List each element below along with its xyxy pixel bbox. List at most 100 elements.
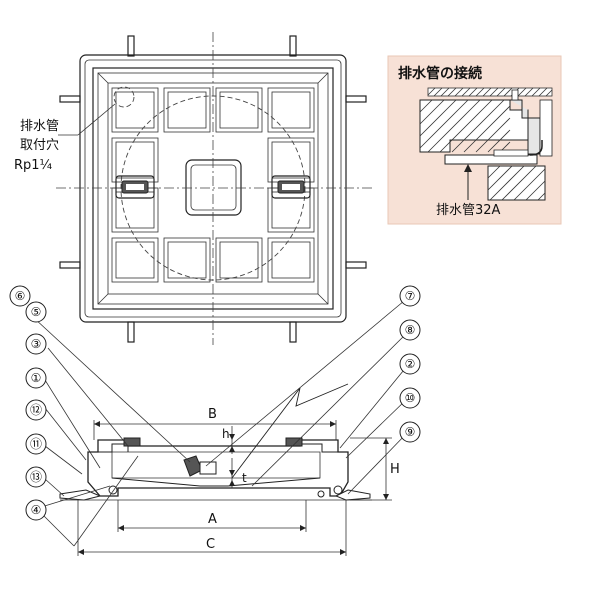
hatch-line	[537, 192, 546, 201]
svg-text:⑫: ⑫	[30, 403, 42, 417]
grid-cell-inner	[271, 91, 311, 129]
callouts: ⑥ ⑤ ③ ① ⑫ ⑪ ⑬ ④ ⑦ ⑧ ② ⑩ ⑨	[9, 285, 421, 521]
svg-text:⑪: ⑪	[30, 437, 42, 451]
hatch-line	[475, 117, 511, 153]
hatch-line	[513, 168, 546, 201]
dim-C-label: C	[206, 537, 215, 552]
hatch-line	[451, 99, 505, 153]
lift-handle-left	[115, 175, 155, 199]
hatch-line	[463, 105, 511, 153]
callout-10: ⑩	[399, 387, 421, 409]
callout-6: ⑥	[9, 285, 31, 307]
grid-cell-inner	[167, 91, 207, 129]
hatch-line	[461, 87, 471, 97]
plan-view: 排水管 取付穴 Rp1¼	[14, 32, 372, 345]
section-body	[87, 439, 349, 497]
callout-leaders	[33, 295, 411, 547]
center-boss	[185, 159, 242, 216]
hatch-line	[531, 87, 541, 97]
grid-cell-inner	[115, 141, 155, 179]
svg-text:④: ④	[31, 503, 42, 517]
dim-t-label: t	[242, 471, 247, 485]
hatch-line	[545, 89, 553, 97]
grid-cell	[267, 237, 315, 283]
svg-text:①: ①	[31, 371, 42, 385]
svg-text:⑦: ⑦	[405, 289, 416, 303]
grid-cell-inner	[115, 91, 155, 129]
drain-label-1: 排水管	[20, 119, 59, 134]
hatch-line	[419, 99, 433, 113]
hatch-line	[489, 165, 525, 201]
hatch-line	[440, 87, 450, 97]
hatch-line	[487, 165, 501, 179]
grid-cell-inner	[167, 241, 207, 279]
hatch-line	[468, 87, 478, 97]
grid-cell	[111, 237, 159, 283]
hatch-line	[496, 87, 506, 97]
svg-text:⑨: ⑨	[405, 425, 416, 439]
grid-cell	[111, 87, 159, 133]
inset-section	[419, 87, 553, 201]
callout-3: ③	[25, 333, 47, 355]
callout-13: ⑬	[25, 466, 47, 488]
cover-bevel-lines	[97, 72, 329, 305]
inset-pipe-label: 排水管32A	[436, 203, 501, 218]
grid-cell-inner	[271, 141, 311, 179]
center-boss-inner	[190, 164, 237, 211]
callout-5: ⑤	[25, 301, 47, 323]
grid-cell	[215, 237, 263, 283]
drain-label-3: Rp1¼	[14, 158, 53, 173]
hatch-line	[439, 99, 493, 153]
svg-text:⑤: ⑤	[31, 305, 42, 319]
dim-h-label: h	[222, 427, 230, 441]
dimension-C: C	[77, 500, 347, 556]
callout-1: ①	[25, 367, 47, 389]
hatch-line	[487, 129, 511, 153]
grid-cell	[267, 87, 315, 133]
dim-H-label: H	[390, 462, 400, 477]
hatch-line	[447, 87, 457, 97]
callout-4: ④	[25, 499, 47, 521]
svg-text:⑩: ⑩	[405, 391, 416, 405]
hatch-line	[419, 99, 469, 149]
hatch-line	[419, 99, 445, 125]
svg-text:②: ②	[405, 357, 416, 371]
svg-text:⑥: ⑥	[15, 289, 26, 303]
grid-cell-inner	[115, 241, 155, 279]
hatch-line	[489, 87, 499, 97]
hatch-line	[482, 87, 492, 97]
hatch-line	[419, 99, 457, 137]
hatch-line	[487, 165, 513, 191]
hatch-line	[427, 99, 481, 153]
grid-cell-inner	[219, 241, 259, 279]
hatch-line	[427, 87, 436, 96]
callout-7: ⑦	[399, 285, 421, 307]
grid-cell	[111, 187, 159, 233]
svg-text:③: ③	[31, 337, 42, 351]
dimension-h: h	[222, 426, 235, 454]
hatch-line	[454, 87, 464, 97]
hatch-line	[524, 87, 534, 97]
dim-B-label: B	[208, 407, 217, 422]
callout-12: ⑫	[25, 399, 47, 421]
hatch-line	[538, 87, 548, 97]
section-view: B A C H	[9, 285, 421, 556]
hatch-line	[501, 165, 537, 201]
callout-11: ⑪	[25, 433, 47, 455]
hatch-line	[475, 87, 485, 97]
hatch-line	[503, 87, 513, 97]
grid-cell-inner	[219, 91, 259, 129]
grid-cell-inner	[271, 241, 311, 279]
hatch-line	[517, 87, 527, 97]
inset-title: 排水管の接続	[398, 65, 482, 82]
dimension-H: H	[350, 437, 400, 501]
drain-leader	[77, 103, 116, 136]
drain-hole-mark	[113, 86, 135, 108]
anchor-lugs	[59, 35, 367, 343]
callout-8: ⑧	[399, 319, 421, 341]
callout-9: ⑨	[399, 421, 421, 443]
dimension-t: t	[229, 458, 247, 488]
lift-handle-right	[271, 175, 311, 199]
dimension-B: B	[93, 407, 337, 440]
